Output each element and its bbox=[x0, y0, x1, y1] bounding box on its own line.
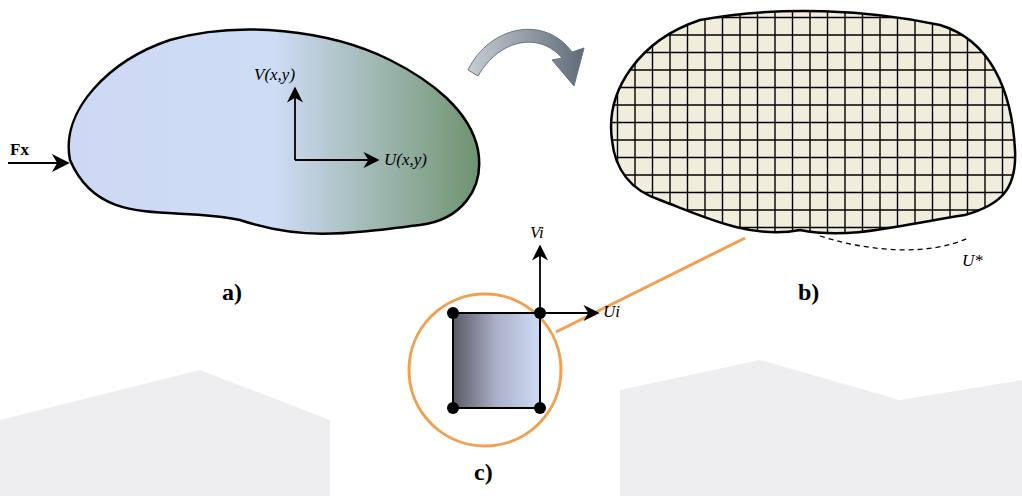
u-axis bbox=[295, 159, 378, 161]
boundary-label: U* bbox=[962, 252, 983, 269]
meshed-body-outline bbox=[611, 11, 1015, 233]
finite-element bbox=[453, 313, 540, 408]
v-axis bbox=[294, 88, 296, 160]
element-nodes bbox=[447, 307, 546, 414]
axis-label: Vi bbox=[530, 224, 544, 241]
axis-label: U(x,y) bbox=[384, 151, 427, 168]
axis-label: V(x,y) bbox=[254, 66, 295, 83]
zoom-leader bbox=[556, 238, 745, 332]
force-arrow bbox=[8, 162, 68, 164]
continuum-body bbox=[69, 30, 479, 234]
zoom-circle bbox=[409, 294, 561, 446]
axis-label: Ui bbox=[603, 303, 620, 320]
panel-label: c) bbox=[474, 460, 493, 484]
transition-arrow bbox=[468, 29, 584, 86]
mesh-grid bbox=[600, 0, 1022, 260]
panel-label: b) bbox=[798, 280, 819, 304]
force-label: Fx bbox=[10, 141, 29, 158]
vi-axis bbox=[539, 246, 541, 313]
panel-label: a) bbox=[222, 280, 242, 304]
approx-boundary bbox=[820, 236, 968, 250]
ui-axis bbox=[540, 312, 598, 314]
